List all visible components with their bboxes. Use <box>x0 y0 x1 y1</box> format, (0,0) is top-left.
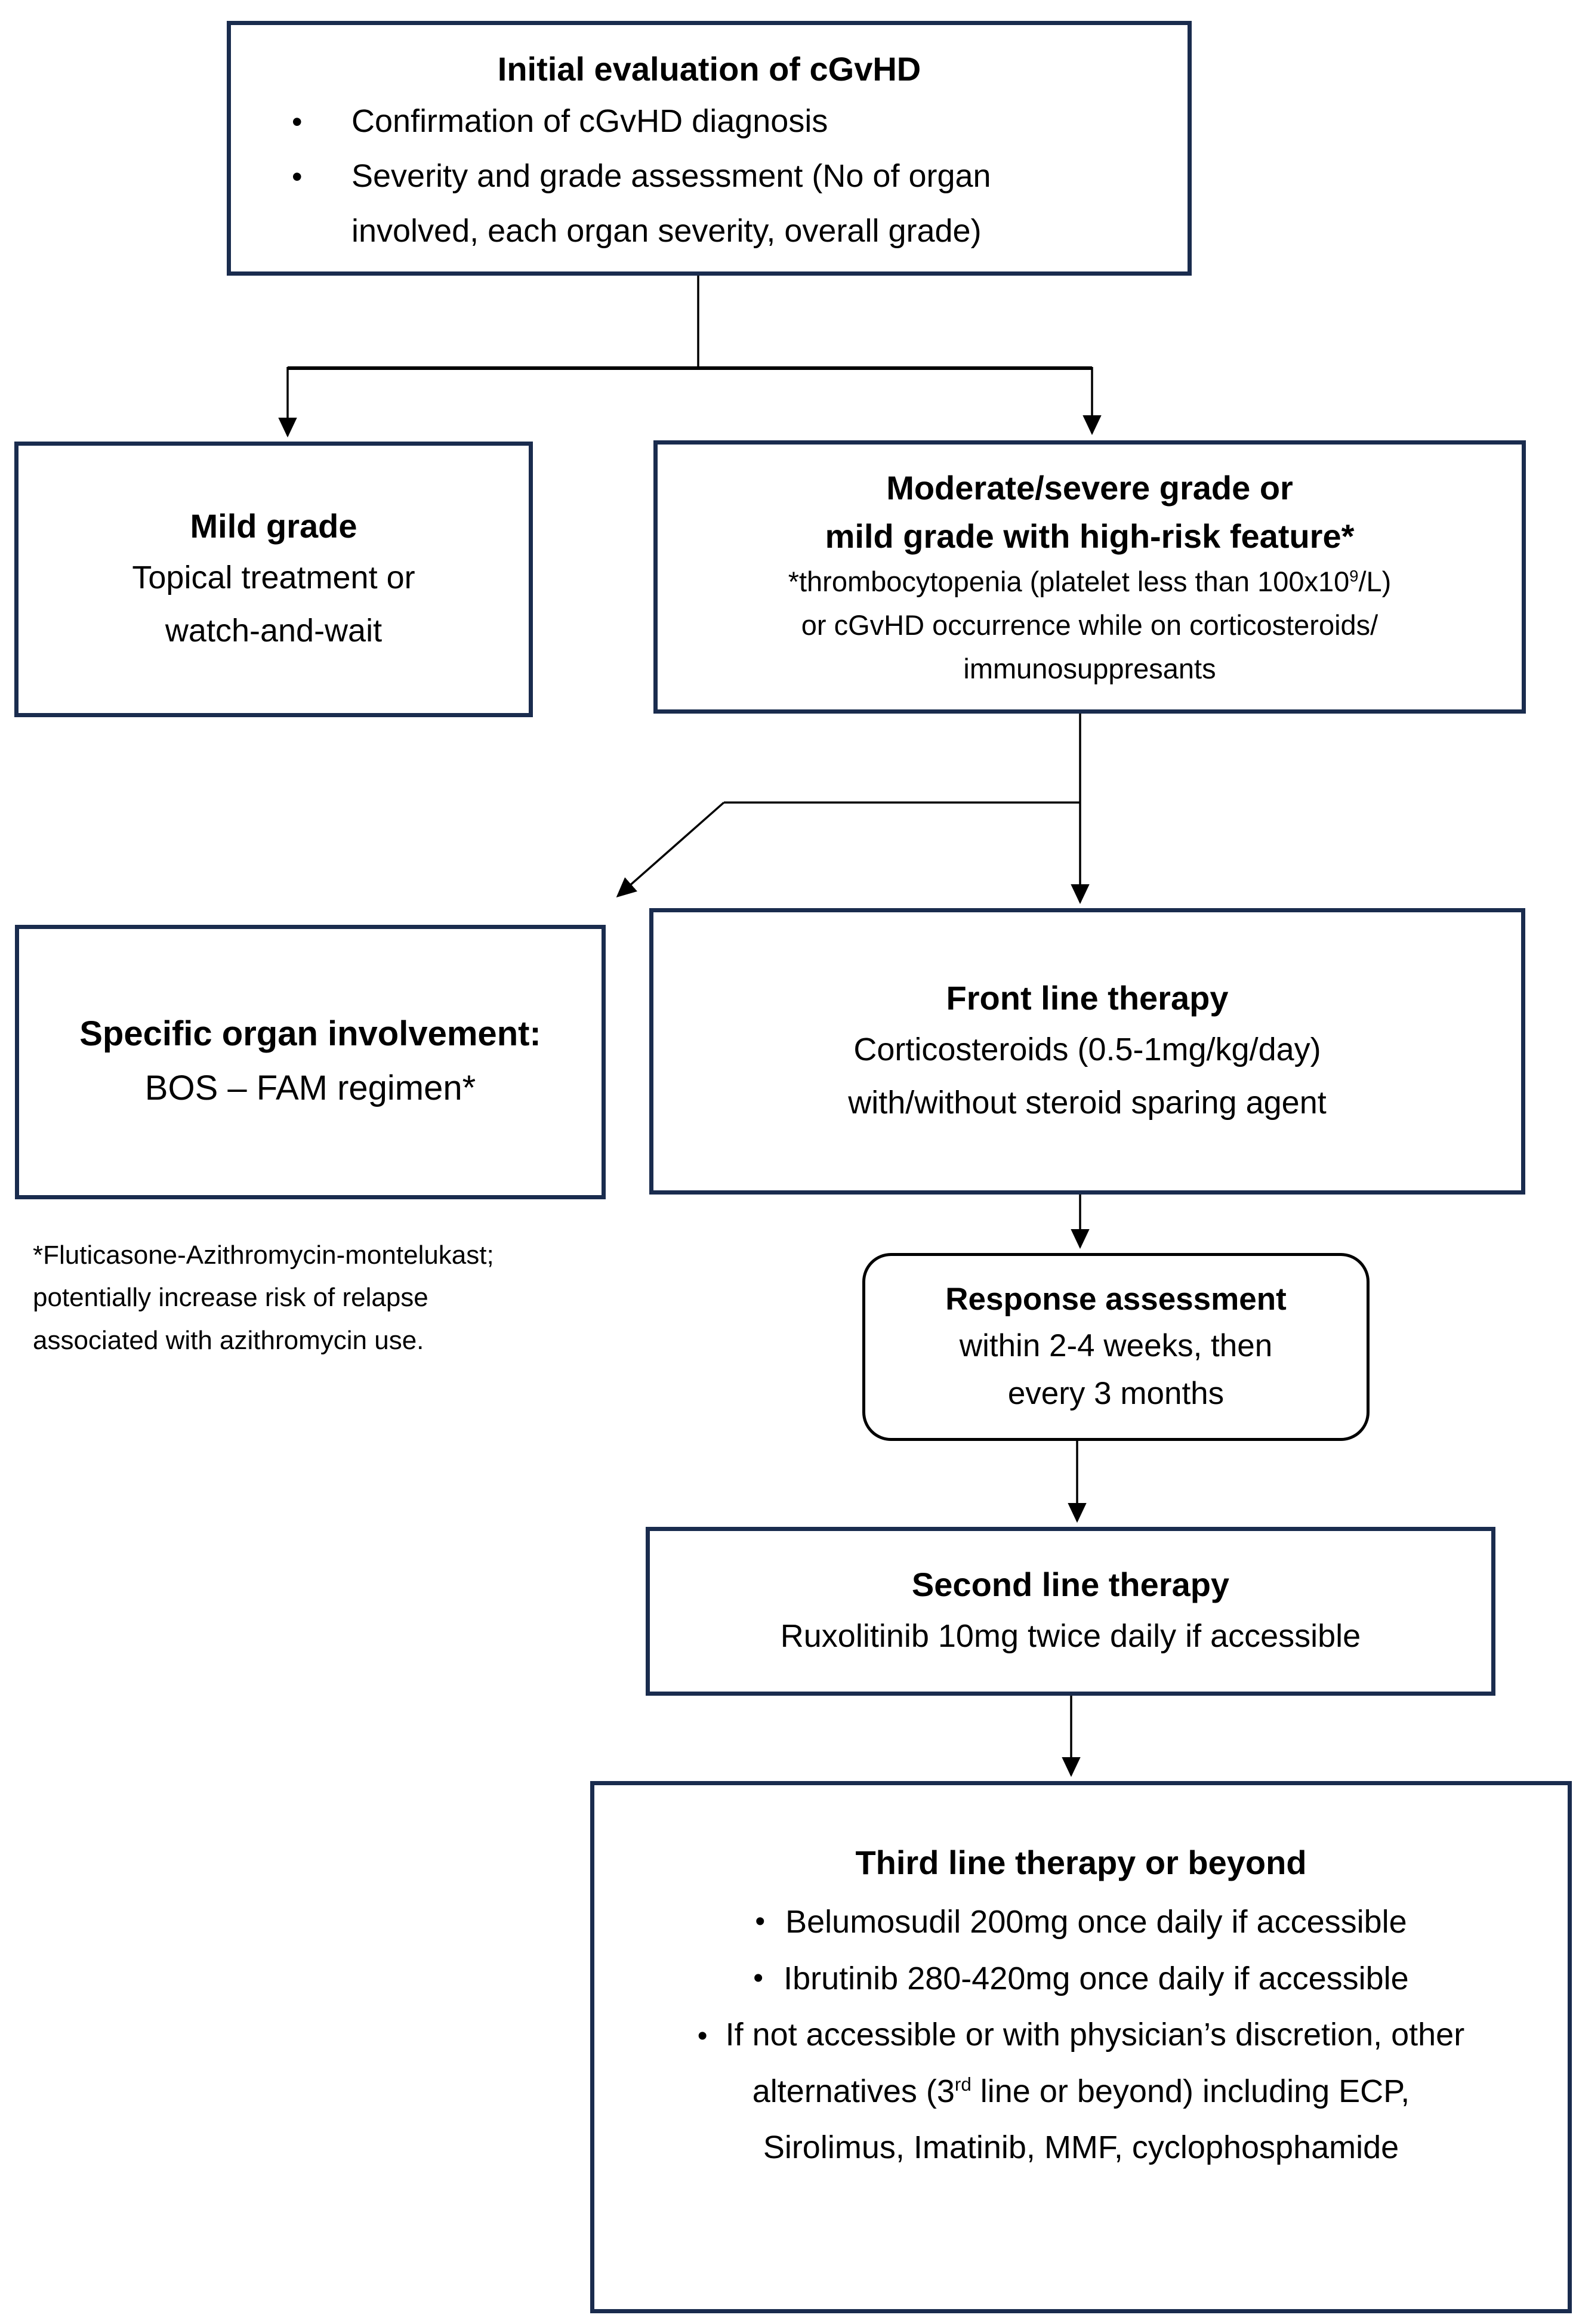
frontline-therapy-text: with/without steroid sparing agent <box>848 1085 1327 1121</box>
response-assessment-box: Response assessment within 2-4 weeks, th… <box>862 1253 1370 1441</box>
moderate-severe-title: mild grade with high-risk feature* <box>825 517 1355 555</box>
bullet-icon: • <box>753 1962 764 1994</box>
high-risk-feature-note: or cGvHD occurrence while on corticoster… <box>801 609 1378 641</box>
mild-grade-text: Topical treatment or <box>132 559 415 595</box>
bullet-text: line or beyond) including ECP, Sirolimus… <box>763 2073 1410 2166</box>
footnote-line: associated with azithromycin use. <box>33 1325 424 1355</box>
frontline-therapy-title: Front line therapy <box>946 979 1229 1017</box>
note-text: /L) <box>1358 565 1392 597</box>
superscript-rd: rd <box>954 2073 971 2095</box>
secondline-therapy-box: Second line therapy Ruxolitinib 10mg twi… <box>646 1527 1495 1696</box>
moderate-severe-box: Moderate/severe grade or mild grade with… <box>653 440 1526 714</box>
bullet-text: If not accessible or with physician’s di… <box>725 2017 1465 2109</box>
bullet-icon: • <box>755 1906 766 1937</box>
response-assessment-text: within 2-4 weeks, then <box>959 1328 1273 1364</box>
secondline-therapy-title: Second line therapy <box>911 1565 1230 1603</box>
list-item: • Confirmation of cGvHD diagnosis <box>283 94 1188 149</box>
mild-grade-box: Mild grade Topical treatment or watch-an… <box>14 442 533 717</box>
list-item: • If not accessible or with physician’s d… <box>684 2007 1478 2176</box>
response-assessment-title: Response assessment <box>945 1281 1287 1317</box>
list-item: • Severity and grade assessment (No of o… <box>283 149 1188 259</box>
mild-grade-title: Mild grade <box>190 507 357 545</box>
initial-evaluation-box: Initial evaluation of cGvHD • Confirmati… <box>227 21 1192 276</box>
bullet-icon: • <box>697 2020 708 2052</box>
moderate-severe-title: Moderate/severe grade or <box>886 468 1293 507</box>
thirdline-therapy-title: Third line therapy or beyond <box>855 1844 1307 1881</box>
bullet-icon: • <box>292 160 303 193</box>
high-risk-feature-note: *thrombocytopenia (platelet less than 10… <box>788 560 1392 604</box>
bullet-text: Severity and grade assessment (No of org… <box>351 158 991 249</box>
specific-organ-text: BOS – FAM regimen* <box>144 1068 476 1107</box>
initial-evaluation-bullets: • Confirmation of cGvHD diagnosis • Seve… <box>231 94 1188 259</box>
fam-regimen-footnote: *Fluticasone-Azithromycin-montelukast; p… <box>33 1234 588 1362</box>
frontline-therapy-text: Corticosteroids (0.5-1mg/kg/day) <box>853 1031 1321 1067</box>
note-text: *thrombocytopenia (platelet less than 10… <box>788 565 1350 597</box>
bullet-icon: • <box>292 105 303 138</box>
initial-evaluation-title: Initial evaluation of cGvHD <box>497 50 921 88</box>
high-risk-feature-note: immunosuppresants <box>963 652 1216 684</box>
specific-organ-title: Specific organ involvement: <box>79 1014 541 1053</box>
superscript-9: 9 <box>1349 566 1359 585</box>
bullet-text: Confirmation of cGvHD diagnosis <box>351 103 828 139</box>
list-item: • Ibrutinib 280-420mg once daily if acce… <box>753 1950 1408 2007</box>
secondline-therapy-text: Ruxolitinib 10mg twice daily if accessib… <box>780 1618 1361 1654</box>
arrow-to-specific-organ-box <box>616 801 725 898</box>
bullet-text: Belumosudil 200mg once daily if accessib… <box>785 1904 1407 1940</box>
bullet-text: Ibrutinib 280-420mg once daily if access… <box>784 1960 1409 1996</box>
response-assessment-text: every 3 months <box>1007 1375 1225 1411</box>
thirdline-therapy-box: Third line therapy or beyond • Belumosud… <box>590 1781 1572 2313</box>
frontline-therapy-box: Front line therapy Corticosteroids (0.5-… <box>649 908 1525 1195</box>
list-item: • Belumosudil 200mg once daily if access… <box>755 1894 1407 1950</box>
mild-grade-text: watch-and-wait <box>165 613 383 649</box>
footnote-line: *Fluticasone-Azithromycin-montelukast; <box>33 1240 494 1270</box>
specific-organ-box: Specific organ involvement: BOS – FAM re… <box>15 925 606 1199</box>
footnote-line: potentially increase risk of relapse <box>33 1283 428 1313</box>
